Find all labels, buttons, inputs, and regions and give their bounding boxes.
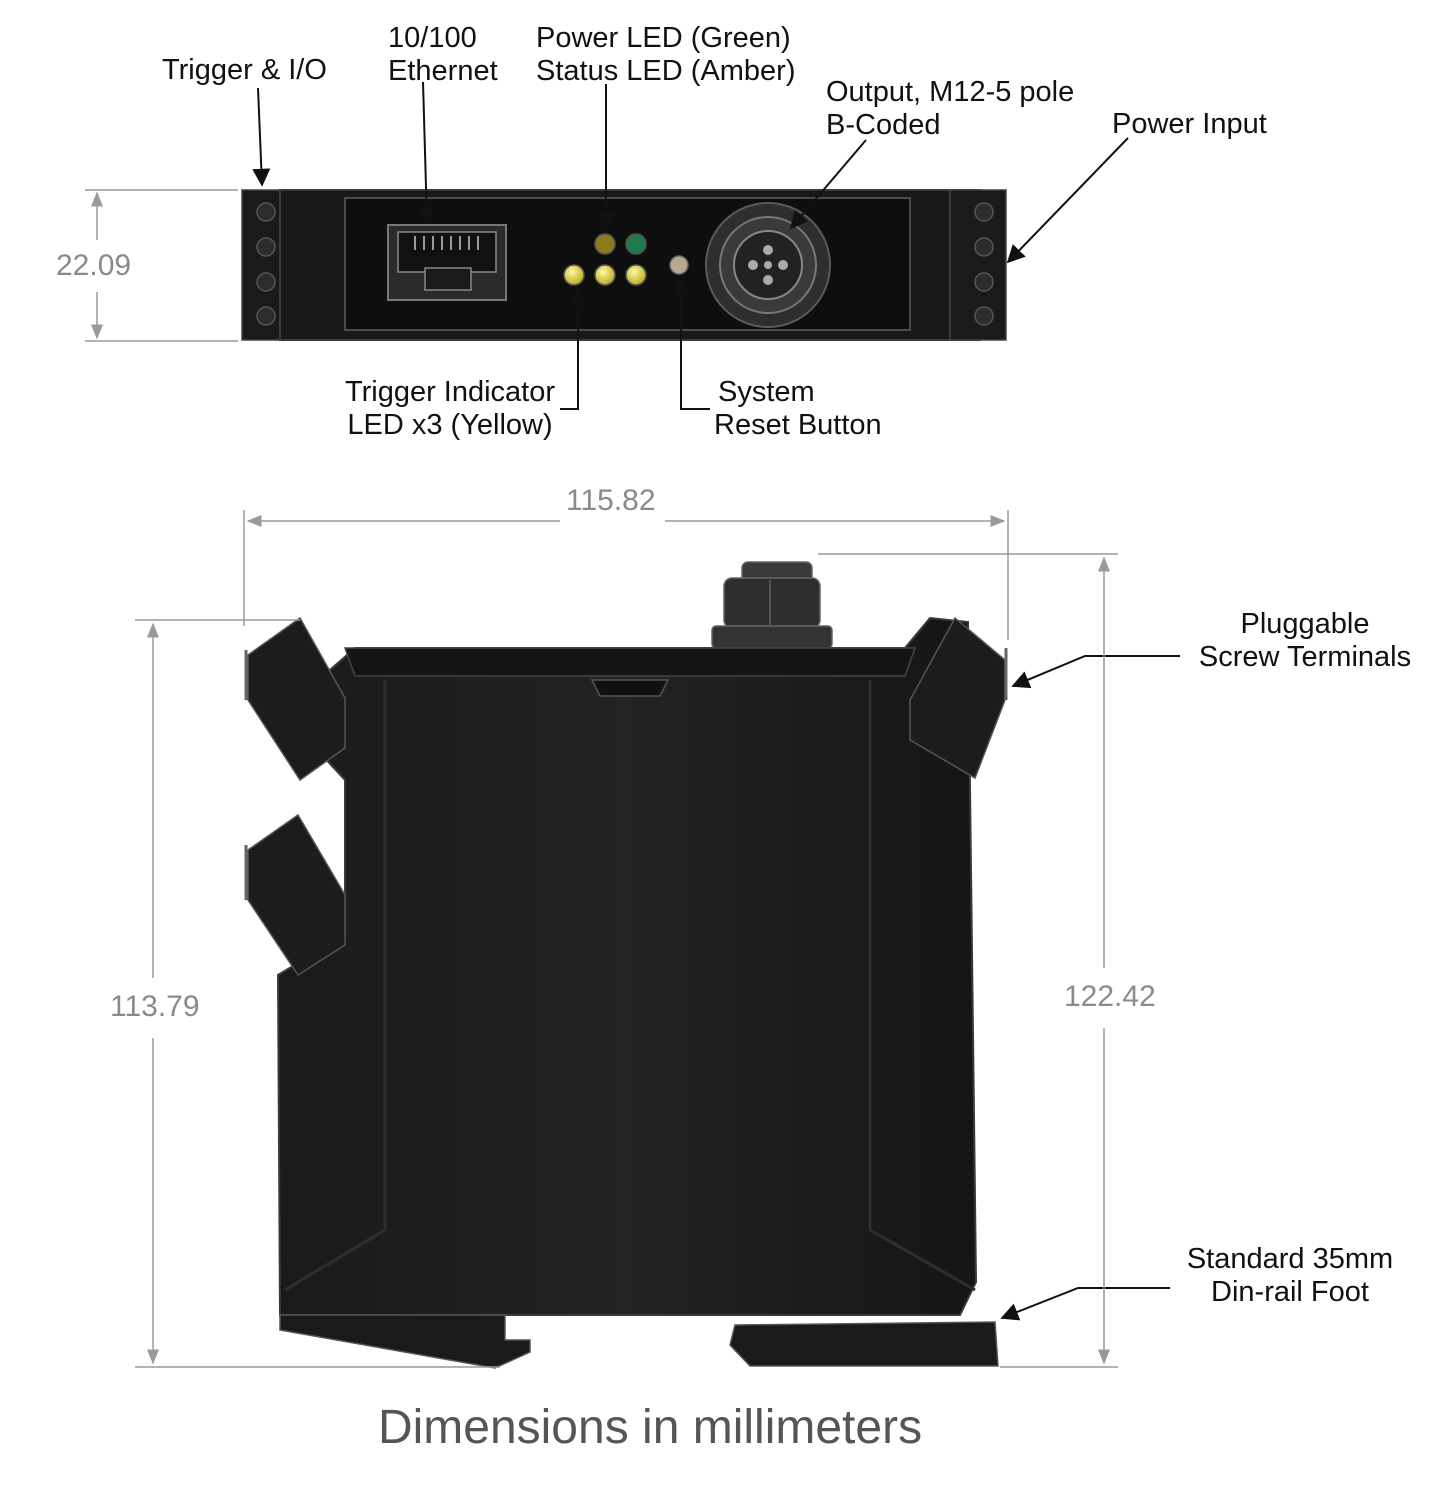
callout-output-line2: B-Coded	[826, 109, 941, 141]
side-housing	[276, 616, 978, 1316]
callout-trigger-indicator-line1: Trigger Indicator	[344, 376, 556, 408]
side-m12-connector	[711, 561, 833, 649]
callout-output: Output, M12-5 pole B-Coded	[826, 76, 1074, 142]
trigger-led-2	[594, 264, 616, 286]
callout-screw-terminals-line1: Pluggable	[1240, 608, 1370, 640]
callout-power-status-led: Power LED (Green) Status LED (Amber)	[536, 22, 795, 88]
callout-screw-terminals: Pluggable Screw Terminals	[1185, 608, 1425, 674]
callout-trigger-io-line1: Trigger & I/O	[162, 54, 327, 86]
callout-power-input-line1: Power Input	[1112, 108, 1267, 140]
trigger-led-1	[563, 264, 585, 286]
callout-power-input: Power Input	[1112, 108, 1267, 141]
ethernet-port	[387, 224, 507, 301]
callout-trigger-io: Trigger & I/O	[162, 54, 327, 87]
callout-ethernet-line1: 10/100	[388, 22, 477, 54]
left-screw-terminals	[244, 616, 346, 977]
trigger-led-3	[625, 264, 647, 286]
right-screw-terminals	[909, 616, 1008, 780]
callout-reset-line2: Reset Button	[714, 409, 882, 441]
callout-trigger-indicator-line2: LED x3 (Yellow)	[347, 409, 553, 441]
callout-reset-line1: System	[718, 376, 815, 408]
callout-ethernet-line2: Ethernet	[388, 55, 498, 87]
dim-width-value: 115.82	[562, 482, 660, 520]
side-view	[244, 561, 1008, 1369]
callout-output-line1: Output, M12-5 pole	[826, 76, 1075, 108]
side-dimension-lines	[135, 510, 1118, 1368]
dim-total-height-value: 122.42	[1060, 978, 1160, 1016]
callout-ethernet: 10/100 Ethernet	[388, 22, 498, 88]
callout-reset: System Reset Button	[714, 376, 882, 442]
dim-front-height	[85, 189, 238, 342]
status-led	[594, 233, 616, 255]
callout-screw-terminals-line2: Screw Terminals	[1198, 641, 1412, 673]
reset-button	[669, 255, 689, 275]
front-view	[241, 189, 1007, 341]
power-led	[625, 233, 647, 255]
side-leaders	[1000, 655, 1180, 1321]
front-leaders	[252, 81, 1129, 410]
din-rail-foot	[279, 1314, 999, 1369]
caption: Dimensions in millimeters	[377, 1401, 923, 1454]
dim-body-height-value: 113.79	[106, 988, 204, 1026]
callout-din-rail-line2: Din-rail Foot	[1211, 1276, 1369, 1308]
callout-din-rail: Standard 35mm Din-rail Foot	[1165, 1243, 1415, 1309]
m12-connector	[705, 202, 831, 328]
callout-power-led-line: Power LED (Green)	[536, 22, 791, 54]
callout-din-rail-line1: Standard 35mm	[1186, 1243, 1394, 1275]
callout-trigger-indicator: Trigger Indicator LED x3 (Yellow)	[330, 376, 570, 442]
dim-front-height-value: 22.09	[52, 247, 136, 285]
callout-status-led-line: Status LED (Amber)	[536, 55, 796, 87]
